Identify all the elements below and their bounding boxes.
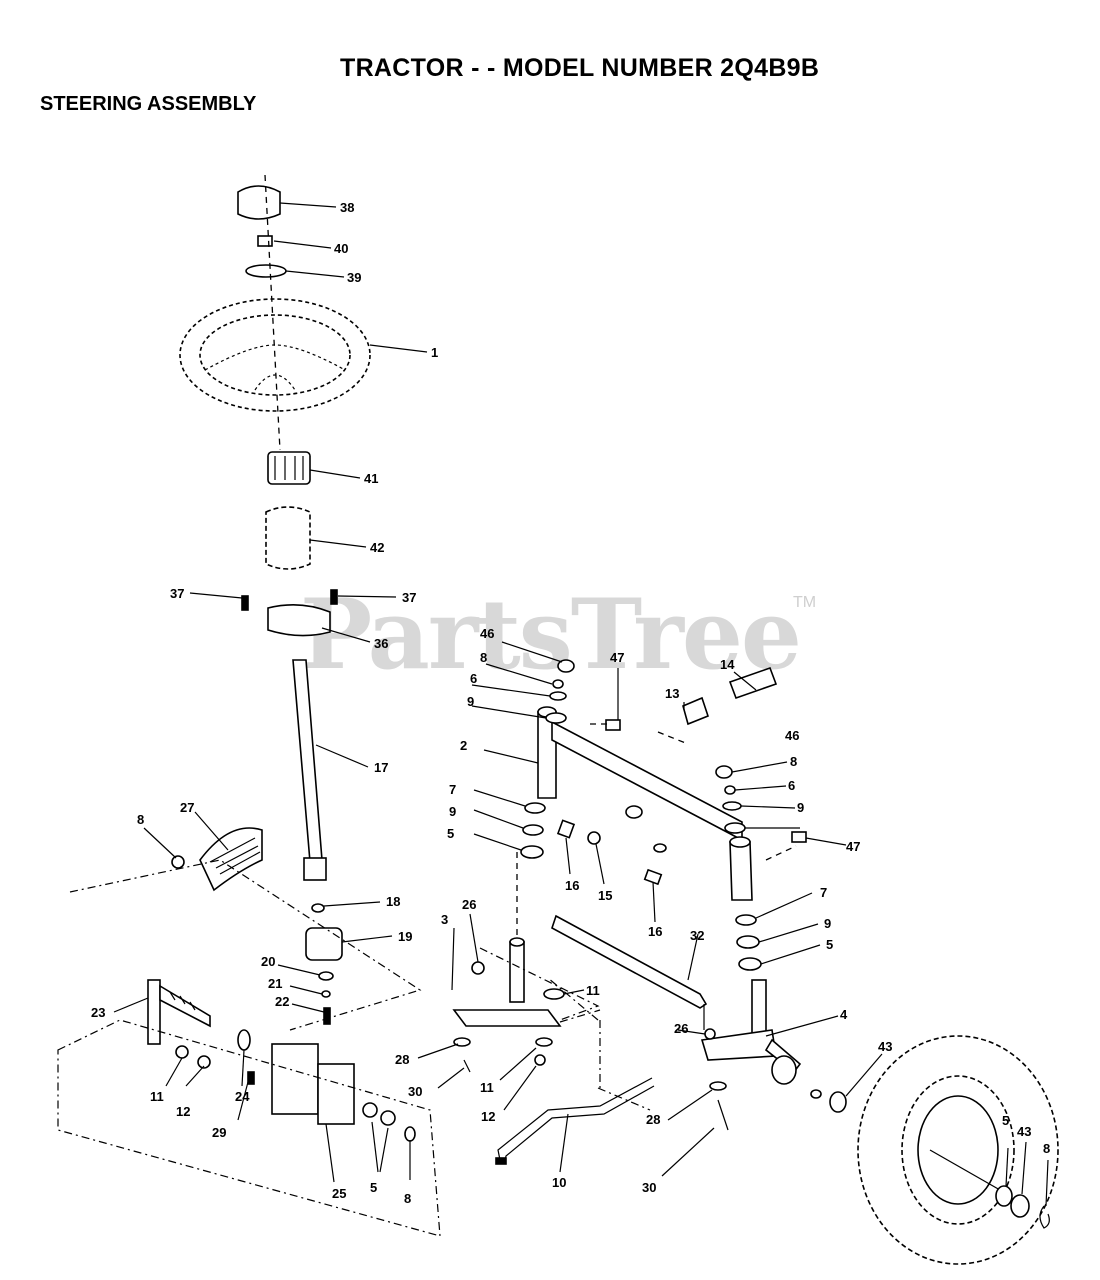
callout-27: 27 <box>180 800 194 815</box>
callout-11-b: 11 <box>586 983 600 998</box>
callout-38: 38 <box>340 200 354 215</box>
callout-30-b: 30 <box>642 1180 656 1195</box>
steering-gear-part <box>143 811 263 892</box>
callout-5-b: 5 <box>447 826 454 841</box>
callout-28-b: 28 <box>646 1112 660 1127</box>
callout-11-a: 11 <box>150 1089 164 1104</box>
callout-19: 19 <box>398 929 412 944</box>
callout-7-a: 7 <box>449 782 456 797</box>
callout-3: 3 <box>441 912 448 927</box>
sector-shaft-part <box>113 979 416 1142</box>
callout-9-b: 9 <box>449 804 456 819</box>
callout-47-a: 47 <box>610 650 624 665</box>
callout-15: 15 <box>598 888 612 903</box>
callout-21: 21 <box>268 976 282 991</box>
callout-1: 1 <box>431 345 438 360</box>
callout-5-d: 5 <box>1002 1113 1009 1128</box>
steering-adapter-part <box>267 451 361 485</box>
callout-16-a: 16 <box>565 878 579 893</box>
callout-41: 41 <box>364 471 378 486</box>
callout-8-e: 8 <box>1043 1141 1050 1156</box>
callout-43-b: 43 <box>1017 1124 1031 1139</box>
steering-shaft-part <box>292 659 369 881</box>
callout-9-a: 9 <box>467 694 474 709</box>
callout-25: 25 <box>332 1186 346 1201</box>
callout-26-a: 26 <box>462 897 476 912</box>
callout-30-a: 30 <box>408 1084 422 1099</box>
callout-20: 20 <box>261 954 275 969</box>
callout-26-b: 26 <box>674 1021 688 1036</box>
steering-cap-part <box>237 185 337 220</box>
front-tire-part <box>857 1035 1059 1265</box>
callout-8-d: 8 <box>790 754 797 769</box>
callout-40: 40 <box>334 241 348 256</box>
callout-14: 14 <box>720 657 735 672</box>
callout-10: 10 <box>552 1175 566 1190</box>
callout-36: 36 <box>374 636 388 651</box>
callout-46-b: 46 <box>785 728 799 743</box>
callout-8-c: 8 <box>480 650 487 665</box>
axle-pin-part <box>682 666 778 726</box>
steering-washer-part <box>245 264 345 278</box>
drag-link-part <box>551 914 708 1030</box>
callout-11-c: 11 <box>480 1080 494 1095</box>
callout-22: 22 <box>275 994 289 1009</box>
steering-support-part <box>189 589 397 643</box>
callout-17: 17 <box>374 760 388 775</box>
callout-13: 13 <box>665 686 679 701</box>
tie-rod-part <box>495 1077 655 1173</box>
callout-5-c: 5 <box>826 937 833 952</box>
callout-4: 4 <box>840 1007 848 1022</box>
page-title: TRACTOR - - MODEL NUMBER 2Q4B9B <box>340 54 820 82</box>
grease-fitting-part <box>605 668 621 731</box>
callout-8-a: 8 <box>137 812 144 827</box>
callout-28-a: 28 <box>395 1052 409 1067</box>
callout-6-a: 6 <box>470 671 477 686</box>
steering-wheel-part <box>179 298 428 412</box>
callout-12-a: 12 <box>176 1104 190 1119</box>
callout-8-b: 8 <box>404 1191 411 1206</box>
callout-5-a: 5 <box>370 1180 377 1195</box>
callout-42: 42 <box>370 540 384 555</box>
callout-43-a: 43 <box>878 1039 892 1054</box>
steering-bushing-part <box>277 901 393 1025</box>
callout-23: 23 <box>91 1005 105 1020</box>
callout-37-right: 37 <box>402 590 416 605</box>
left-spindle-part <box>451 852 562 1027</box>
callout-47-b: 47 <box>846 839 860 854</box>
callout-24: 24 <box>235 1089 250 1104</box>
callout-6-b: 6 <box>788 778 795 793</box>
callout-32: 32 <box>690 928 704 943</box>
steering-nut-part <box>257 235 332 249</box>
right-spindle-part <box>700 979 839 1085</box>
callout-2: 2 <box>460 738 467 753</box>
callout-29: 29 <box>212 1125 226 1140</box>
callout-9-c: 9 <box>797 800 804 815</box>
steering-bellows-part <box>265 506 367 570</box>
callout-37-left: 37 <box>170 586 184 601</box>
callout-12-b: 12 <box>481 1109 495 1124</box>
callout-46-a: 46 <box>480 626 494 641</box>
callout-39: 39 <box>347 270 361 285</box>
callout-16-b: 16 <box>648 924 662 939</box>
callout-18: 18 <box>386 894 400 909</box>
trademark-mark: TM <box>793 594 817 611</box>
section-subtitle: STEERING ASSEMBLY <box>40 93 257 115</box>
callout-7-b: 7 <box>820 885 827 900</box>
front-axle-part <box>483 706 753 901</box>
callout-9-d: 9 <box>824 916 831 931</box>
